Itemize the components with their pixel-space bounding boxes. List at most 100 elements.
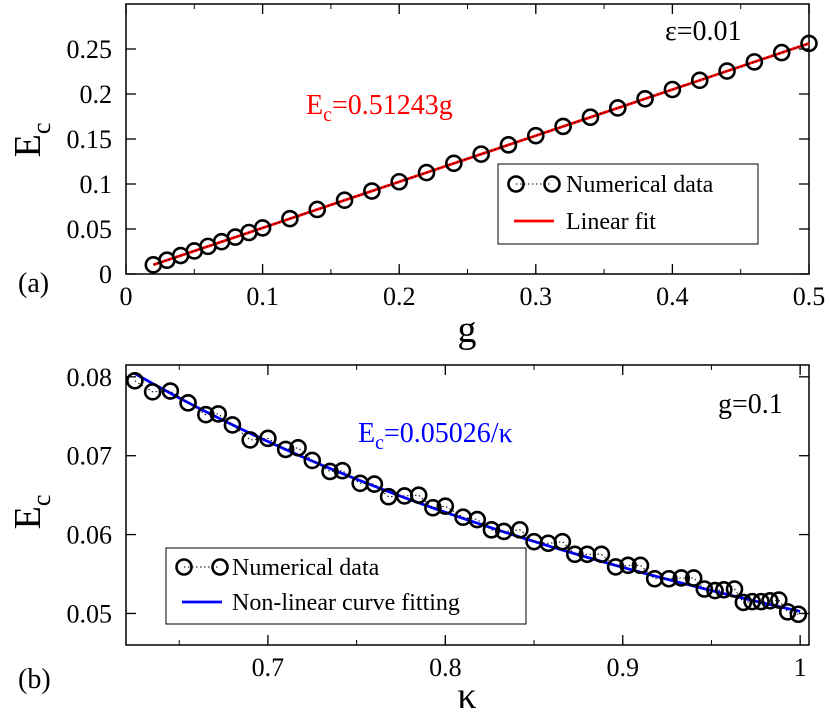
legend-b-data-marker-2 — [211, 558, 229, 576]
data-point-b — [126, 371, 144, 390]
data-point-b — [223, 416, 242, 434]
y-tick-label-a: 0 — [99, 260, 112, 289]
legend-a: Numerical data Linear fit — [497, 163, 759, 245]
data-point-b — [259, 429, 277, 448]
fit-label-a: Ec=0.51243g — [306, 90, 453, 126]
data-point-a — [772, 43, 791, 62]
data-point-b — [289, 439, 307, 457]
data-point-b — [303, 451, 322, 470]
data-point-a — [581, 108, 600, 127]
data-point-a — [253, 219, 272, 237]
data-point-b — [143, 383, 162, 401]
fit-label-b-main: E — [358, 418, 375, 449]
panel-label-b: (b) — [18, 664, 51, 695]
data-point-b — [241, 431, 259, 449]
data-point-b — [606, 558, 625, 576]
data-point-b — [409, 486, 428, 504]
data-point-b — [424, 498, 442, 517]
data-point-a — [335, 191, 354, 209]
legend-a-box — [497, 163, 759, 245]
data-point-b — [734, 593, 753, 612]
data-point-a — [745, 53, 764, 71]
annotation-a: ε=0.01 — [665, 16, 742, 47]
fit-label-b-rest: =0.05026/κ — [384, 418, 513, 449]
x-tick-label-a: 0 — [120, 282, 133, 311]
legend-b-fit-label: Non-linear curve fitting — [232, 590, 460, 616]
y-tick-label-b: 0.07 — [67, 442, 113, 471]
x-tick-label-a: 0.4 — [656, 282, 689, 311]
svg-text:Ec: Ec — [7, 123, 56, 158]
legend-a-fit-label: Linear fit — [566, 209, 656, 235]
y-tick-label-a: 0.25 — [67, 35, 113, 64]
data-point-b — [365, 475, 384, 493]
x-tick-label-b: 1 — [794, 653, 807, 682]
data-point-b — [482, 521, 501, 539]
y-tick-label-b: 0.06 — [67, 521, 113, 550]
data-point-b — [619, 556, 637, 575]
data-point-a — [608, 99, 627, 117]
legend-a-data-marker-2 — [543, 175, 561, 193]
data-point-b — [789, 605, 808, 624]
y-axis-label-main-b: E — [7, 506, 49, 529]
data-point-b — [566, 545, 584, 564]
data-point-a — [417, 163, 436, 182]
data-point-b — [778, 603, 797, 621]
data-point-b — [660, 569, 678, 588]
data-point-a — [281, 209, 299, 228]
data-point-a — [718, 62, 736, 80]
data-point-b — [179, 394, 197, 412]
data-point-a — [499, 136, 518, 154]
legend-b-data-label: Numerical data — [232, 555, 380, 581]
data-point-b — [743, 592, 762, 611]
data-point-b — [752, 592, 770, 611]
data-point-b — [770, 591, 788, 609]
data-point-a — [690, 71, 709, 90]
y-axis-label-b: Ec — [7, 495, 56, 530]
data-point-b — [631, 556, 650, 575]
data-point-b — [684, 569, 703, 587]
data-point-a — [308, 200, 327, 219]
data-point-b — [436, 497, 455, 515]
y-axis-label-main-a: E — [7, 134, 49, 157]
data-connector-a — [153, 42, 810, 266]
svg-text:Ec: Ec — [7, 495, 56, 530]
y-axis-label-a: Ec — [7, 123, 56, 158]
data-point-b — [209, 405, 228, 423]
legend-b: Numerical data Non-linear curve fitting — [165, 547, 527, 625]
data-point-b — [761, 592, 779, 610]
fit-label-b-sub: c — [375, 432, 384, 454]
data-point-b — [276, 440, 295, 459]
x-tick-label-b: 0.7 — [252, 653, 285, 682]
x-tick-label-a: 0.2 — [383, 282, 416, 311]
data-point-a — [445, 154, 463, 173]
x-tick-label-b: 0.8 — [429, 653, 462, 682]
legend-a-data-label: Numerical data — [566, 172, 714, 198]
data-point-b — [706, 581, 724, 600]
data-point-b — [553, 532, 572, 551]
x-axis-label-b: κ — [457, 675, 476, 712]
y-tick-label-b: 0.05 — [67, 599, 113, 628]
data-point-b — [672, 569, 691, 587]
annotation-b: g=0.1 — [718, 389, 783, 420]
legend-b-data-marker-1 — [175, 558, 193, 576]
data-point-b — [161, 382, 180, 400]
data-point-a — [472, 145, 490, 163]
data-point-b — [715, 580, 733, 599]
data-point-a — [363, 182, 381, 200]
data-point-a — [663, 80, 682, 99]
y-tick-label-a: 0.2 — [80, 80, 113, 109]
data-point-a — [554, 117, 572, 136]
fit-label-a-rest: =0.51243g — [332, 90, 453, 121]
x-tick-label-a: 0.5 — [793, 282, 826, 311]
data-point-a — [390, 172, 409, 191]
data-point-b — [511, 521, 529, 539]
fit-label-a-main: E — [306, 90, 323, 121]
plot-frame-b — [125, 364, 810, 646]
data-point-a — [800, 34, 818, 53]
x-tick-label-a: 0.1 — [246, 282, 279, 311]
data-point-b — [468, 510, 487, 529]
x-tick-label-a: 0.3 — [520, 282, 553, 311]
